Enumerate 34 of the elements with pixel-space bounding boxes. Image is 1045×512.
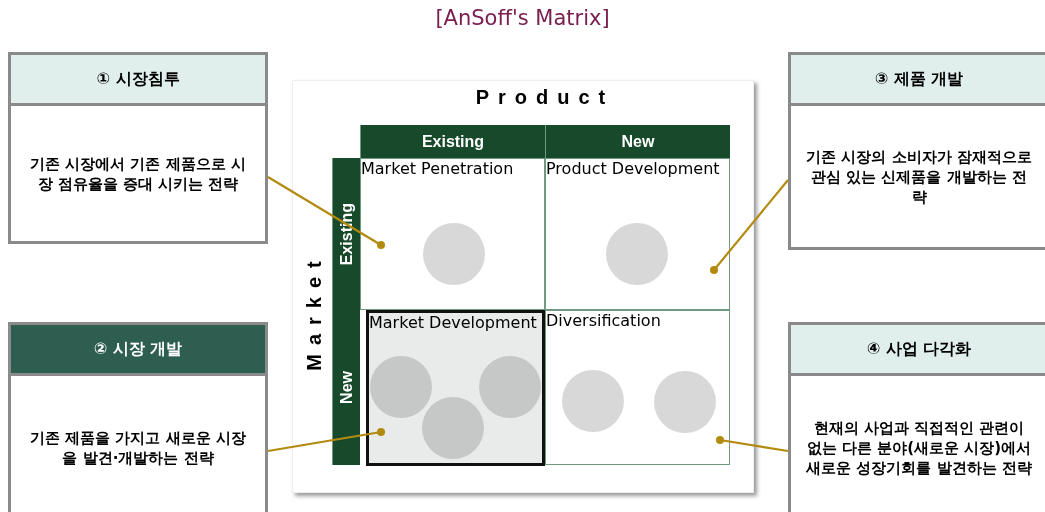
callout-heading: ③ 제품 개발 [791,55,1045,106]
matrix-cell [360,158,545,310]
callout-text: 기존 시장에서 기존 제품으로 시장 점유율을 증대 시키는 전략 [29,153,247,194]
leader-line [267,428,385,453]
circle [479,356,541,418]
matrix-cell [545,158,730,310]
callout-text: 기존 제품을 가지고 새로운 시장을 발견·개발하는 전략 [29,427,247,468]
callout-heading: ④ 사업 다각화 [791,325,1045,376]
header-band: Existing [360,125,545,158]
quadrant-label: Market Penetration [361,159,515,178]
circle [422,397,484,459]
callout-heading: ① 시장침투 [11,55,265,106]
callout-box [788,322,1045,512]
leader-line [267,176,385,249]
axis-title: Market [302,251,326,372]
callout-text: 현재의 사업과 직접적인 관련이 없는 다른 분야(새로운 시장)에서 새로운 성장기회를 발견하는 전략 [805,417,1033,478]
circle [370,356,432,418]
quadrant-label: Market Development [369,313,538,332]
callout-box [8,52,268,244]
diagram-title: [AnSoff's Matrix] [434,6,611,30]
header-band: New [545,125,730,158]
callout-box [788,52,1045,250]
callout-box [8,322,268,512]
header-band: New [332,310,360,465]
leader-line [716,436,789,453]
quadrant-label: Diversification [546,311,662,330]
callout-heading: ② 시장 개발 [11,325,265,376]
leader-line [710,179,789,274]
matrix-cell [545,310,730,465]
quadrant-label: Product Development [546,159,721,178]
callout-text: 기존 시장의 소비자가 잠재적으로 관심 있는 신제품을 개발하는 전략 [805,146,1033,207]
matrix-cell [366,310,545,466]
axis-title: Product [474,86,616,109]
header-band: Existing [332,158,360,310]
